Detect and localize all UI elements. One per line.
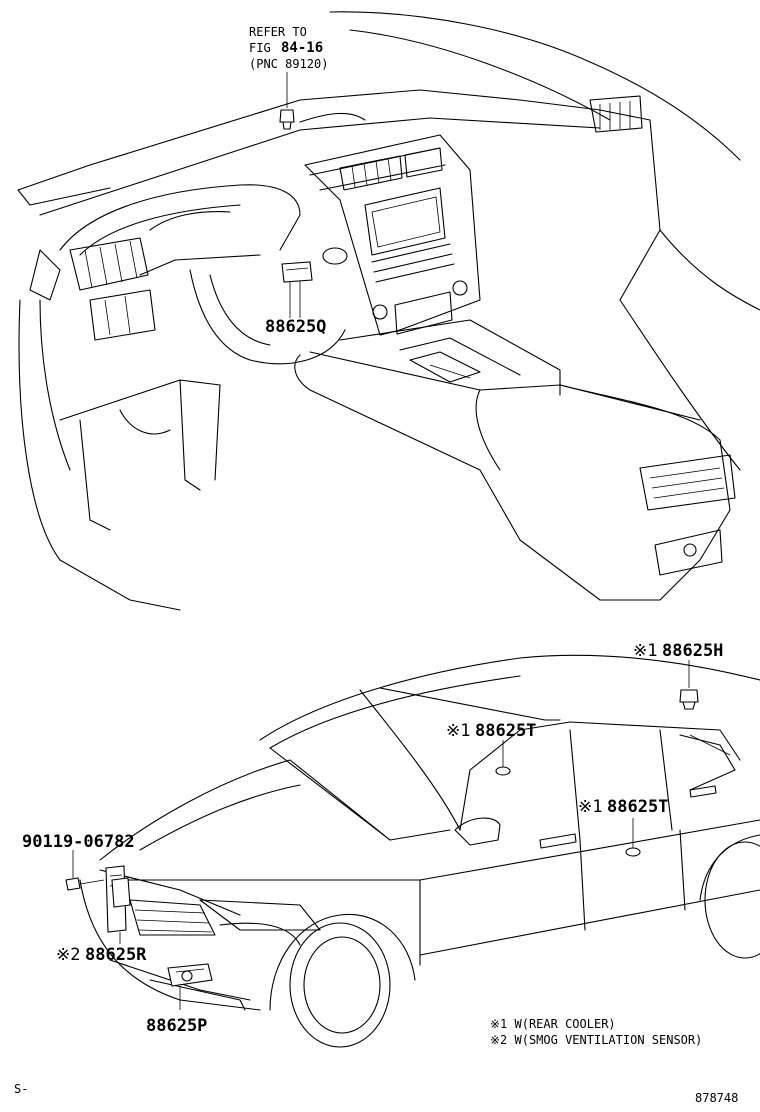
refer-to-text: REFER TO: [249, 25, 307, 39]
bolt-90119-06782: [65, 850, 105, 891]
part-label-88625p: 88625P: [146, 1016, 207, 1036]
footer-left-code: S-: [14, 1082, 28, 1096]
note-rear-cooler: ※1 W(REAR COOLER): [490, 1017, 616, 1031]
pnc-text: (PNC 89120): [249, 57, 328, 71]
sensor-88625r: [105, 865, 131, 944]
part-label-88625q: 88625Q: [265, 317, 326, 337]
mark-88625h: ※1: [633, 641, 657, 661]
sensor-88625q: [281, 261, 313, 318]
reference-sensor-part: [279, 72, 295, 130]
reference-callout: REFER TO FIG 84-16 (PNC 89120): [249, 25, 328, 71]
clip-88625t-door: [625, 818, 641, 857]
note-smog-sensor: ※2 W(SMOG VENTILATION SENSOR): [490, 1033, 702, 1047]
part-label-88625t-door: 88625T: [607, 797, 668, 817]
fig-prefix-text: FIG: [249, 41, 271, 55]
mark-88625t-door: ※1: [578, 797, 602, 817]
clip-88625t-roof: [495, 740, 511, 776]
legend-notes: ※1 W(REAR COOLER) ※2 W(SMOG VENTILATION …: [490, 1017, 702, 1047]
mark-88625r: ※2: [56, 945, 80, 965]
sensor-88625p: [167, 963, 213, 1010]
part-label-88625t-roof: 88625T: [475, 721, 536, 741]
mark-88625t-roof: ※1: [446, 721, 470, 741]
part-label-88625h: 88625H: [662, 641, 723, 661]
sensor-88625h: [679, 660, 699, 710]
part-label-90119-06782: 90119-06782: [22, 832, 135, 852]
dashboard-illustration: [17, 11, 760, 611]
fig-number-text: 84-16: [281, 40, 323, 56]
car-illustration: [79, 654, 760, 1048]
part-label-88625r: 88625R: [85, 945, 147, 965]
diagram-number: 878748: [695, 1091, 738, 1105]
